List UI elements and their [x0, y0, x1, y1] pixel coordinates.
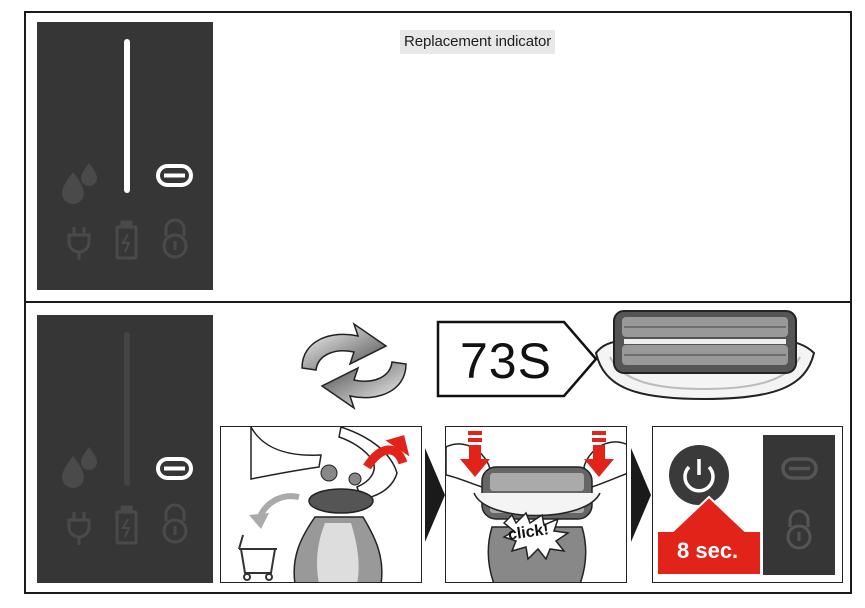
battery-icon — [115, 505, 138, 545]
step-remove-cassette — [220, 426, 422, 583]
hold-duration-label: 8 sec. — [677, 538, 739, 563]
cassette-replace-icon — [156, 164, 193, 187]
chevron-right-icon — [631, 448, 651, 542]
battery-icon — [115, 220, 138, 260]
model-number: 73S — [460, 333, 552, 389]
step-reset-indicator — [652, 426, 843, 583]
power-icon — [683, 459, 715, 493]
display-panel-top — [37, 22, 213, 290]
drops-icon — [62, 163, 97, 204]
shaver-cassette-image — [594, 310, 816, 401]
lock-icon — [162, 503, 188, 544]
step-attach-cassette — [445, 426, 627, 583]
level-bar — [124, 39, 130, 193]
plug-icon — [67, 227, 91, 260]
level-bar — [124, 332, 130, 486]
cassette-replace-icon — [156, 457, 193, 480]
model-tag — [436, 320, 598, 398]
cassette-replace-icon — [781, 457, 818, 480]
trash-bin-icon — [238, 534, 277, 581]
lock-icon — [162, 218, 188, 259]
plug-icon — [67, 512, 91, 545]
drops-icon — [62, 447, 97, 488]
lock-icon — [786, 509, 812, 550]
chevron-right-icon — [425, 448, 445, 542]
display-panel-bottom — [37, 315, 213, 583]
replace-cycle-icon — [301, 322, 407, 410]
section-title: Replacement indicator — [400, 30, 556, 54]
section-divider — [24, 301, 852, 303]
